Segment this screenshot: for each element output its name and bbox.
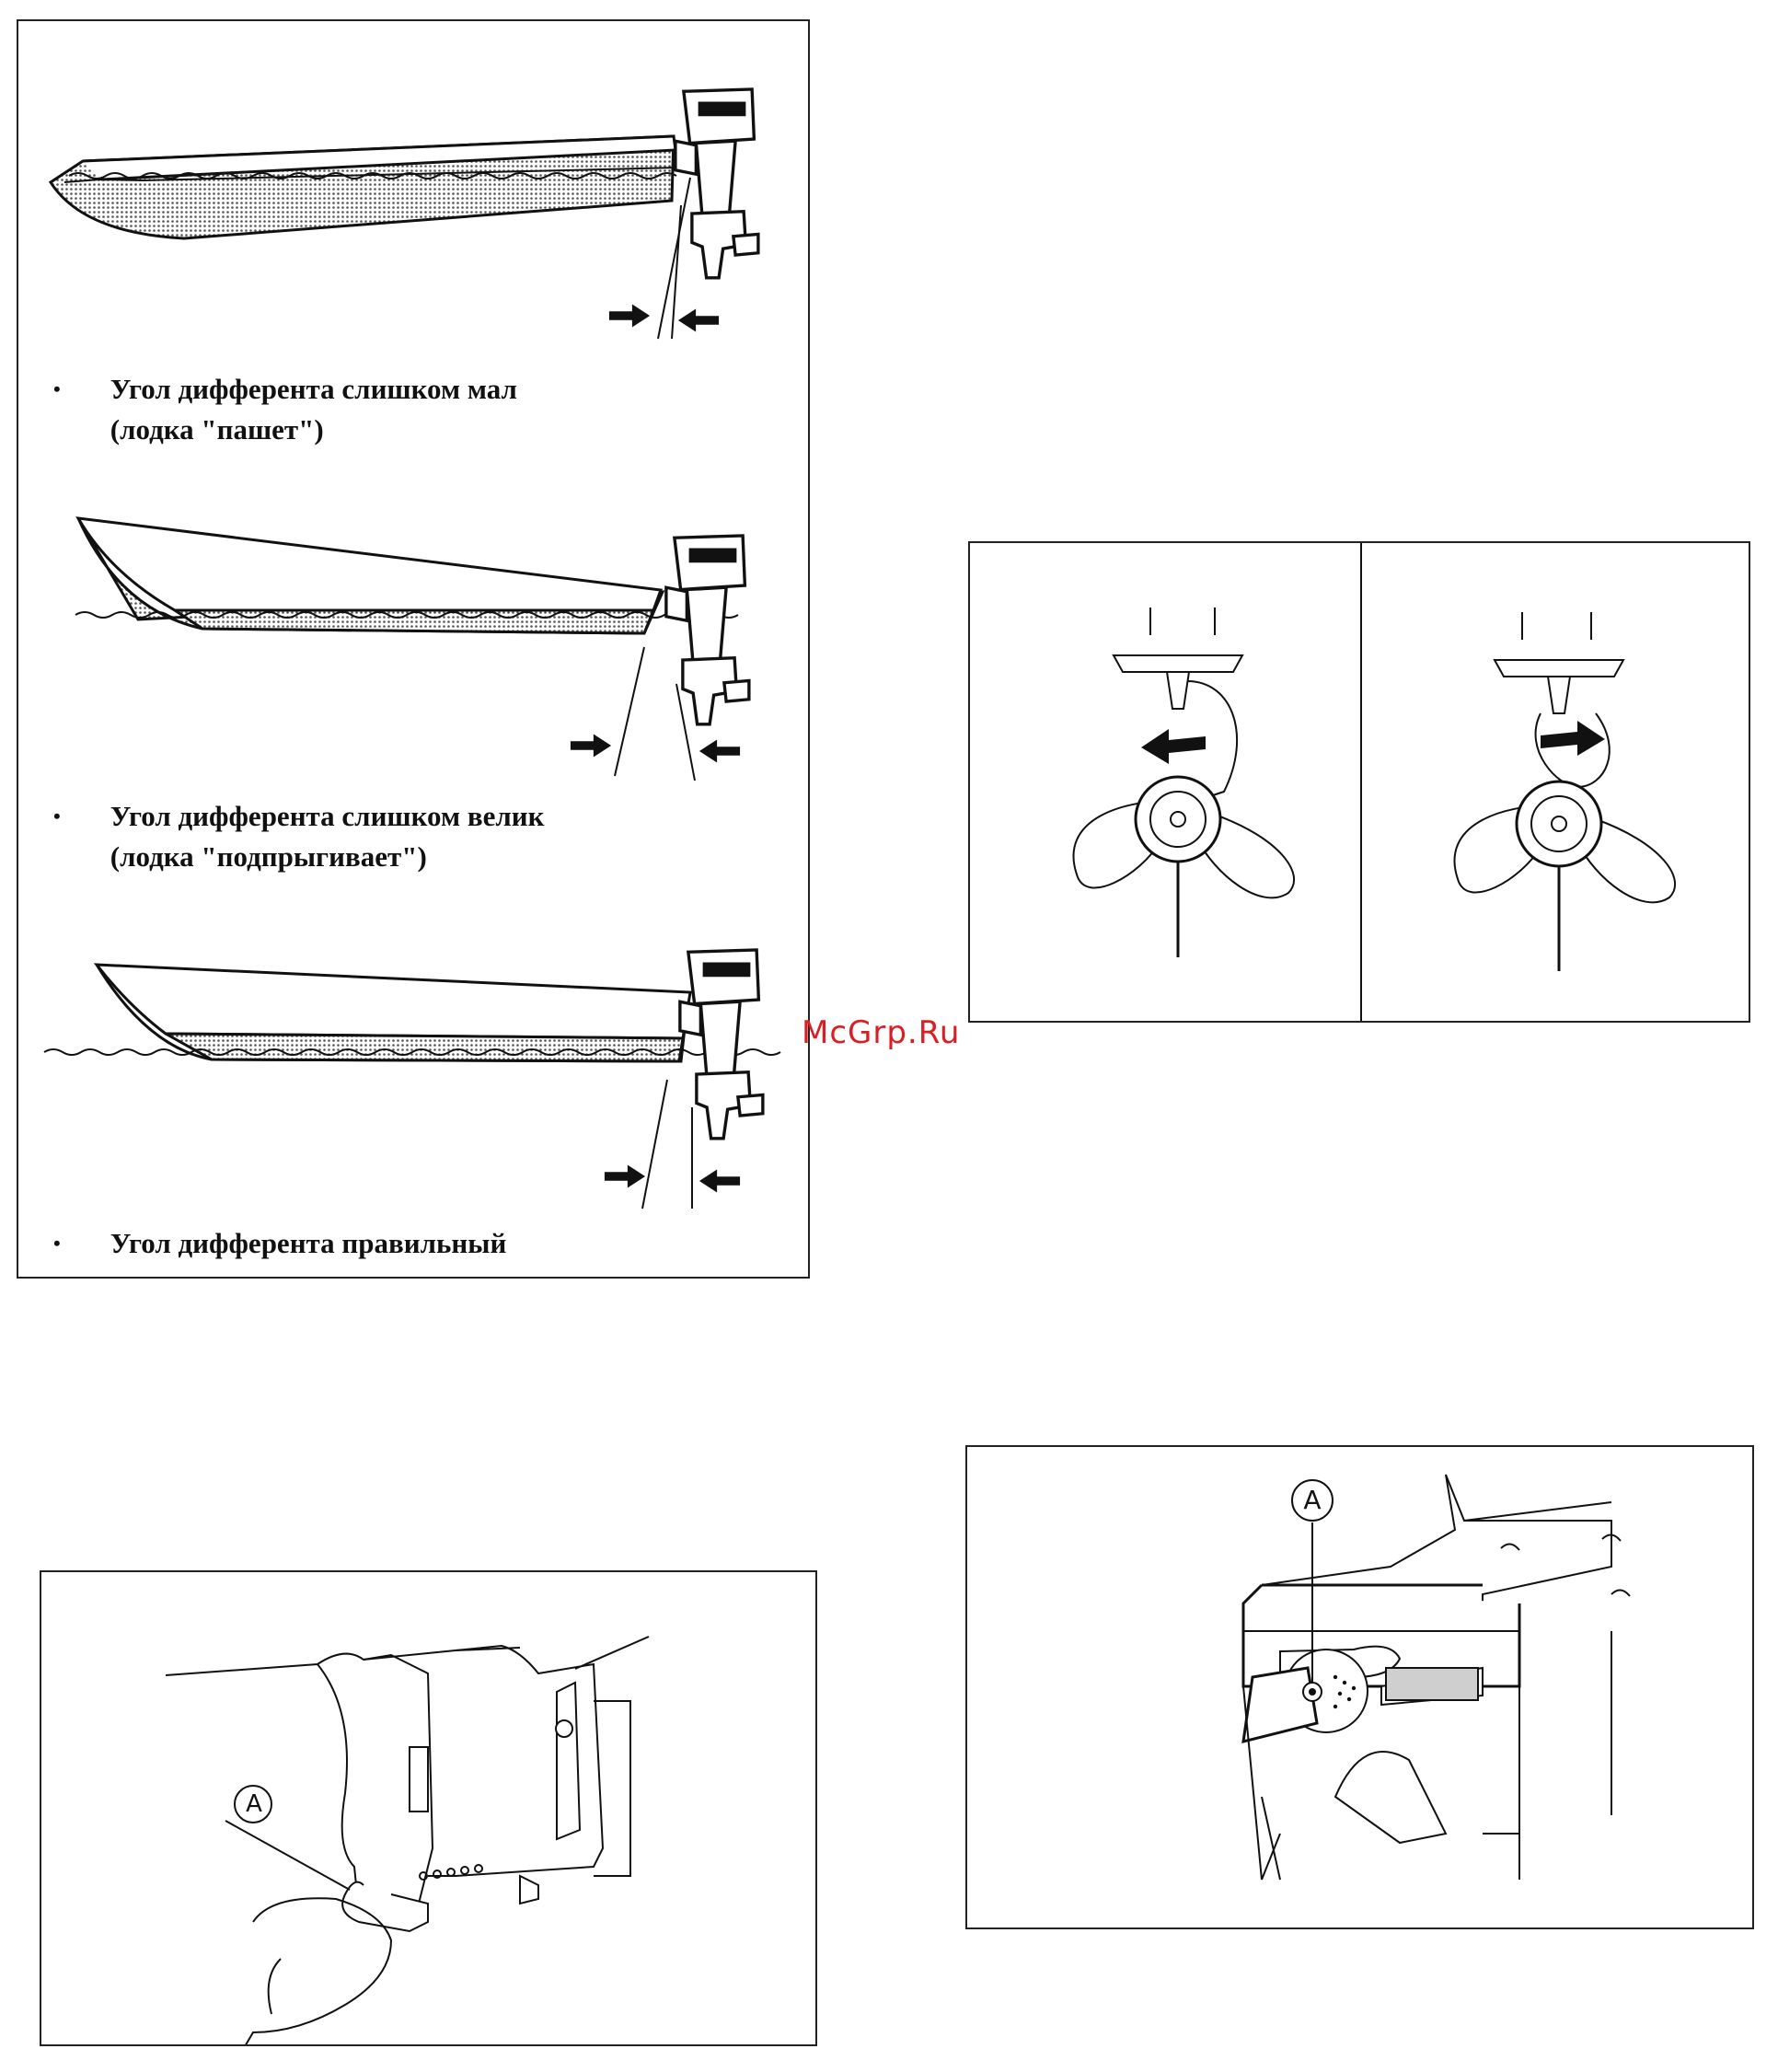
rotation-arrow-right-icon [1541,721,1605,756]
drain-holes [420,1865,482,1880]
watermark: McGrp.Ru [802,1014,960,1051]
trim-caption-too-small: • Угол дифферента слишком мал (лодка "па… [53,369,517,450]
anode-diagram [967,1447,1754,1929]
trim-angle-panel: • Угол дифферента слишком мал (лодка "па… [17,19,810,1279]
drain-screw-diagram [41,1572,817,2046]
bullet: • [53,1223,103,1264]
propeller-diagrams [970,543,1750,1023]
rotation-arrow-left-icon [1141,729,1206,764]
bullet: • [53,796,103,837]
trim-figure-2 [75,518,749,781]
trim-caption-correct: • Угол дифферента правильный [53,1223,506,1264]
propeller-right [1454,612,1675,971]
trim-diagrams [18,21,810,1279]
propeller-left [1073,608,1294,957]
trim-figure-1 [51,89,758,339]
caption-line: (лодка "пашет") [110,410,517,450]
drain-screw-panel: A [40,1570,817,2046]
trim-figure-3 [44,950,780,1209]
bullet: • [53,369,103,410]
caption-line: Угол дифферента слишком мал [110,369,517,410]
anode-panel: A [965,1445,1754,1929]
propeller-rotation-panel [968,541,1750,1023]
caption-line: Угол дифферента слишком велик [110,796,545,837]
callout-label-a: A [1299,1484,1325,1517]
callout-label-a: A [242,1788,266,1820]
caption-line: Угол дифферента правильный [110,1223,507,1264]
caption-line: (лодка "подпрыгивает") [110,837,545,877]
trim-caption-too-big: • Угол дифферента слишком велик (лодка "… [53,796,544,877]
